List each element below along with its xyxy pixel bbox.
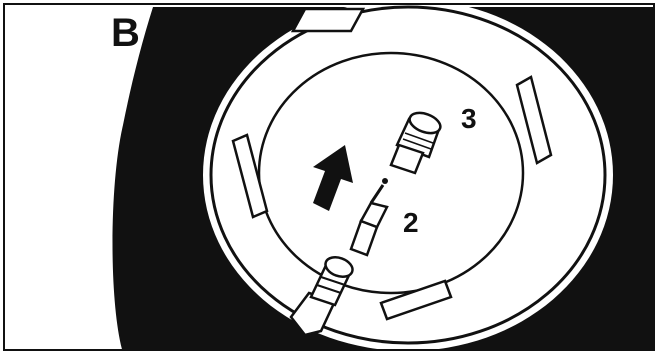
callout-valve-cap: 3 <box>461 103 477 135</box>
panel-letter: B <box>111 11 139 56</box>
tire-icon <box>113 5 656 351</box>
callout-valve-core: 2 <box>403 207 419 239</box>
illustration-frame: B 3 2 <box>3 3 655 351</box>
wheel-illustration <box>5 5 655 351</box>
